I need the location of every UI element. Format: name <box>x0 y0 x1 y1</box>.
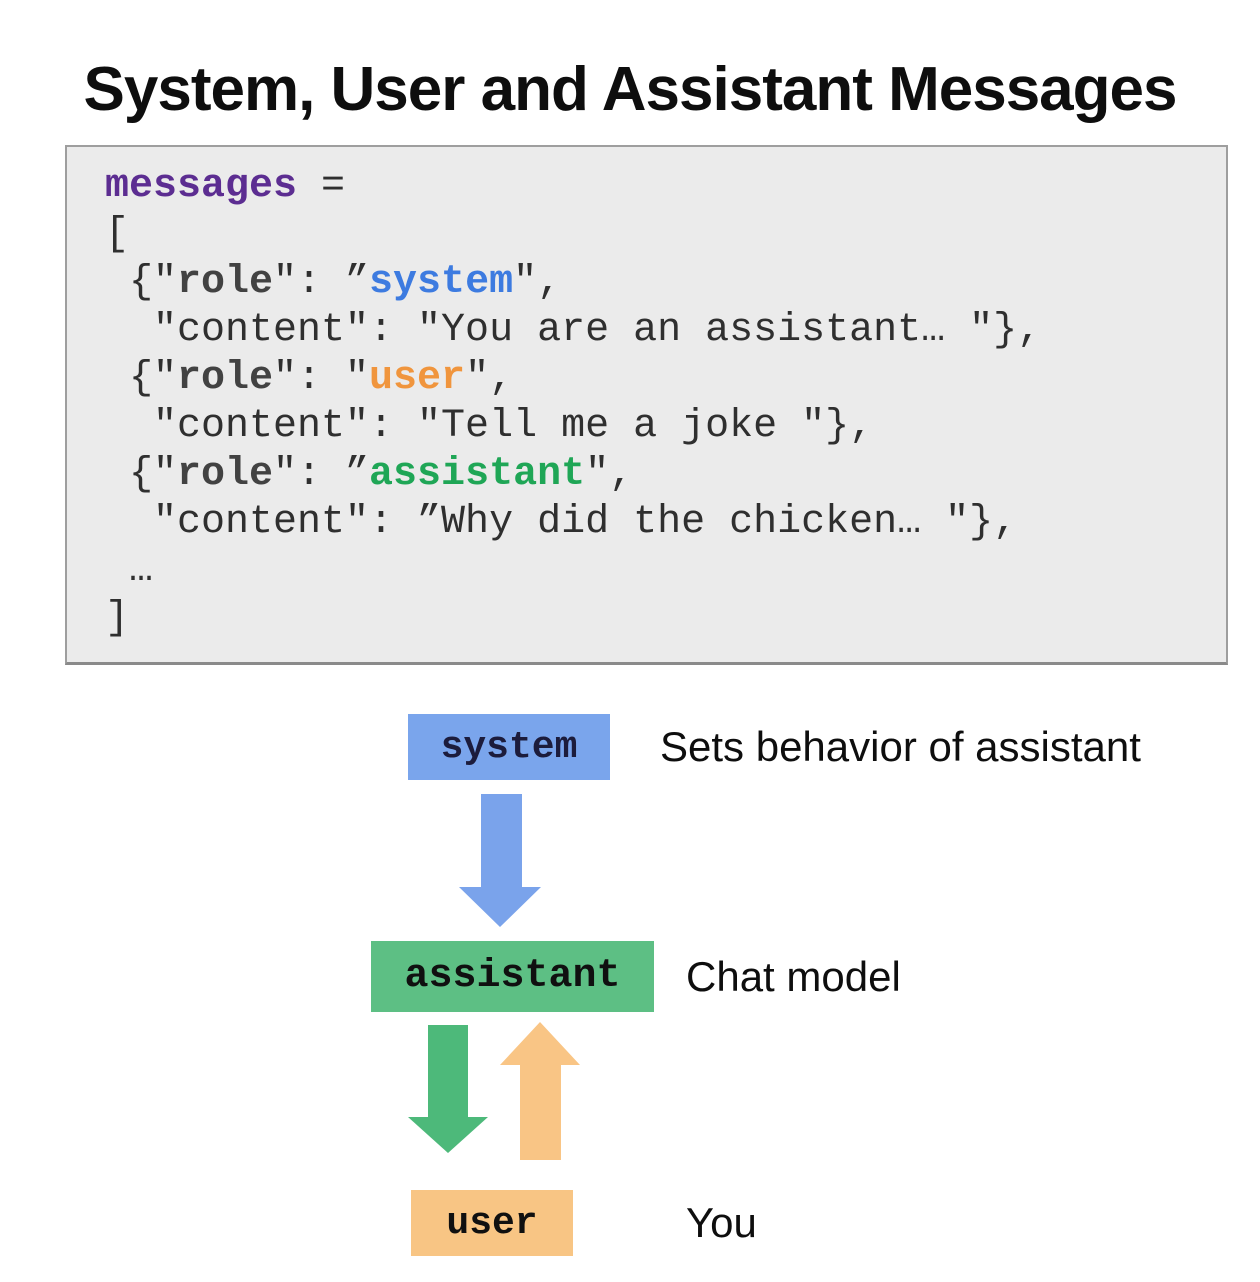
code-token: ", <box>585 452 634 497</box>
code-token: ", <box>513 260 562 305</box>
code-token-role: role <box>177 452 274 497</box>
code-token: "content": "You are an assistant… "}, <box>105 308 1042 353</box>
arrow-down-assistant-to-user <box>408 1025 488 1153</box>
system-node-label: system <box>440 725 578 769</box>
code-token: … <box>105 548 154 593</box>
arrow-down-shape <box>459 794 541 927</box>
assistant-node-label: assistant <box>404 954 621 999</box>
code-line: {"role": ”assistant", <box>105 451 1041 499</box>
code-token: [ <box>105 212 130 257</box>
code-line: {"role": "user", <box>105 355 1041 403</box>
code-token: {" <box>105 452 178 497</box>
arrow-up-user-to-assistant <box>500 1022 580 1160</box>
code-line: "content": "Tell me a joke "}, <box>105 403 1041 451</box>
code-line: messages = <box>105 163 1041 211</box>
code-line: … <box>105 547 1041 595</box>
arrow-down-shape <box>408 1025 488 1153</box>
code-token-user: user <box>369 356 466 401</box>
code-line: "content": ”Why did the chicken… "}, <box>105 499 1041 547</box>
assistant-annotation: Chat model <box>686 952 901 1000</box>
page-title: System, User and Assistant Messages <box>83 54 1178 124</box>
user-annotation: You <box>686 1199 757 1246</box>
code-token: ", <box>465 356 514 401</box>
code-token: ": " <box>273 356 370 401</box>
code-line: "content": "You are an assistant… "}, <box>105 307 1041 355</box>
system-annotation: Sets behavior of assistant <box>660 723 1141 770</box>
arrow-down-system-to-assistant <box>459 794 541 927</box>
code-token: ": ” <box>273 452 370 497</box>
code-line: {"role": ”system", <box>105 259 1041 307</box>
system-node: system <box>408 714 610 780</box>
code-token: ] <box>105 596 130 641</box>
code-token: {" <box>105 356 178 401</box>
code-token: = <box>297 164 346 209</box>
assistant-node: assistant <box>371 941 654 1012</box>
code-token: "content": "Tell me a joke "}, <box>105 404 874 449</box>
code-token-system: system <box>369 260 514 305</box>
code-panel: messages = [ {"role": ”system", "content… <box>65 145 1228 665</box>
code-token-messages: messages <box>105 164 298 209</box>
code-token-assistant: assistant <box>369 452 586 497</box>
code-line: [ <box>105 211 1041 259</box>
code-line: ] <box>105 595 1041 643</box>
code-token-role: role <box>177 260 274 305</box>
code-token: "content": ”Why did the chicken… "}, <box>105 500 1018 545</box>
code-token: {" <box>105 260 178 305</box>
code-token: ": ” <box>273 260 370 305</box>
user-node-label: user <box>446 1201 538 1245</box>
code-token-role: role <box>177 356 274 401</box>
arrow-up-shape <box>500 1022 580 1160</box>
code-content: messages = [ {"role": ”system", "content… <box>105 163 1041 643</box>
user-node: user <box>411 1190 573 1256</box>
